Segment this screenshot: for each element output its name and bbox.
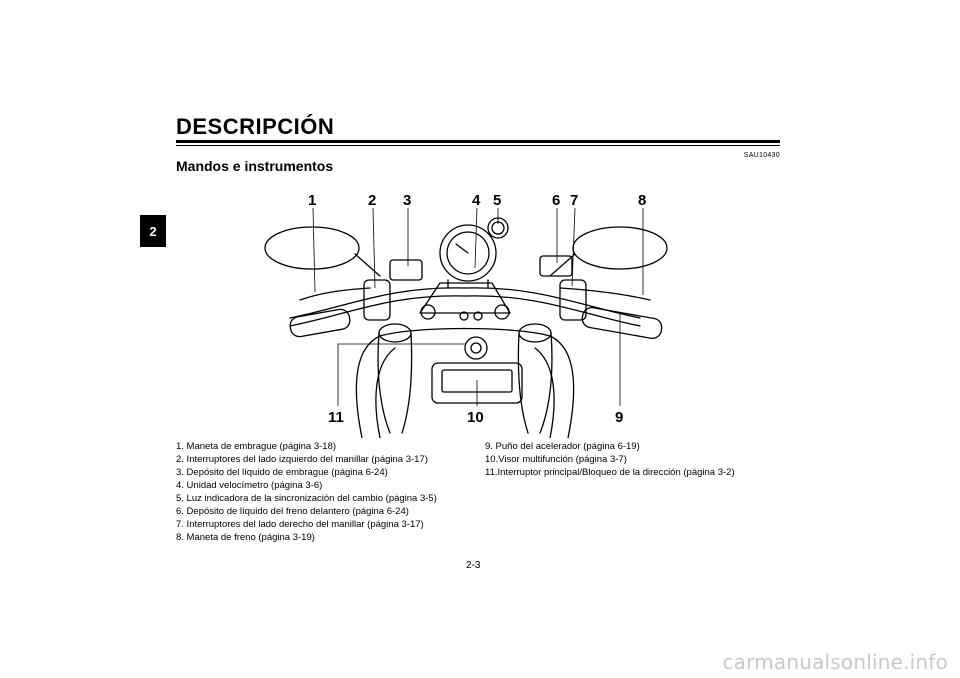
chapter-tab: 2 xyxy=(140,215,166,247)
handlebar-lower xyxy=(289,295,641,327)
right-mirror xyxy=(572,226,668,270)
leader-7 xyxy=(571,207,576,287)
legend-item-5: 5. Luz indicadora de la sincronización d… xyxy=(176,493,437,504)
right-switch-housing xyxy=(559,279,587,321)
left-grip xyxy=(289,308,351,338)
legend-item-3: 3. Depósito del líquido de embrague (pág… xyxy=(176,467,388,478)
legend-item-1: 1. Maneta de embrague (página 3-18) xyxy=(176,441,337,452)
title-divider xyxy=(176,140,780,143)
right-riser xyxy=(494,304,510,320)
callout-2: 2 xyxy=(368,192,376,209)
callout-5: 5 xyxy=(493,192,501,209)
legend-item-4: 4. Unidad velocímetro (página 3-6) xyxy=(176,480,323,491)
legend-list-right: 9. Puño del acelerador (página 6-19) 10.… xyxy=(485,440,735,479)
legend-item-9: 9. Puño del acelerador (página 6-19) xyxy=(485,441,640,452)
handlebar xyxy=(289,287,641,319)
brake-fluid-reservoir xyxy=(539,255,573,277)
callout-7: 7 xyxy=(570,192,578,209)
page-number: 2-3 xyxy=(466,560,481,571)
legend-item-7: 7. Interruptores del lado derecho del ma… xyxy=(176,519,424,530)
leader-2 xyxy=(372,207,376,289)
callout-4: 4 xyxy=(472,192,481,209)
brake-lever xyxy=(559,287,651,301)
tank-left-panel xyxy=(375,347,396,438)
callout-9: 9 xyxy=(615,409,623,426)
legend-list-left: 1. Maneta de embrague (página 3-18) 2. I… xyxy=(176,440,437,544)
leader-11 xyxy=(337,343,466,406)
legend-item-2: 2. Interruptores del lado izquierdo del … xyxy=(176,454,428,465)
main-switch-key xyxy=(470,342,482,354)
watermark: carmanualsonline.info xyxy=(722,650,948,674)
main-switch xyxy=(464,336,488,360)
clutch-lever xyxy=(299,287,371,301)
center-bolt-left xyxy=(459,311,469,321)
leader-4 xyxy=(474,207,478,269)
tank-right-panel xyxy=(534,347,555,438)
left-mirror xyxy=(264,226,360,270)
left-fork-cover xyxy=(377,332,413,434)
legend-item-8: 8. Maneta de freno (página 3-19) xyxy=(176,532,315,543)
callout-1: 1 xyxy=(308,192,316,209)
page-title: DESCRIPCIÓN xyxy=(176,114,335,139)
clutch-fluid-reservoir xyxy=(389,259,423,281)
left-switch-housing xyxy=(363,279,391,321)
subsection-title: Mandos e instrumentos xyxy=(176,158,334,174)
right-mirror-stem xyxy=(549,253,576,277)
left-riser xyxy=(420,304,436,320)
leader-1 xyxy=(312,207,316,293)
title-divider-thin xyxy=(176,145,780,146)
callout-11: 11 xyxy=(328,409,344,426)
right-fork-cover xyxy=(517,332,553,434)
legend-item-11: 11.Interruptor principal/Bloqueo de la d… xyxy=(485,467,735,478)
document-code: SAU10430 xyxy=(743,152,780,159)
center-bolt-right xyxy=(473,311,483,321)
speedometer-needle xyxy=(455,243,469,254)
fuel-tank xyxy=(355,327,575,438)
callout-6: 6 xyxy=(552,192,560,209)
speedometer xyxy=(439,224,497,282)
speedometer-bracket xyxy=(447,279,489,289)
legend-item-6: 6. Depósito de líquido del freno delante… xyxy=(176,506,409,517)
callout-3: 3 xyxy=(403,192,411,209)
callout-8: 8 xyxy=(638,192,646,209)
left-mirror-stem xyxy=(354,253,381,277)
motorcycle-controls-diagram: 1 2 3 4 5 6 7 8 9 10 11 xyxy=(264,192,668,438)
legend-item-10: 10.Visor multifunción (página 3-7) xyxy=(485,454,627,465)
right-grip xyxy=(581,306,663,340)
speedometer-dial xyxy=(446,231,490,275)
callout-10: 10 xyxy=(467,409,484,426)
